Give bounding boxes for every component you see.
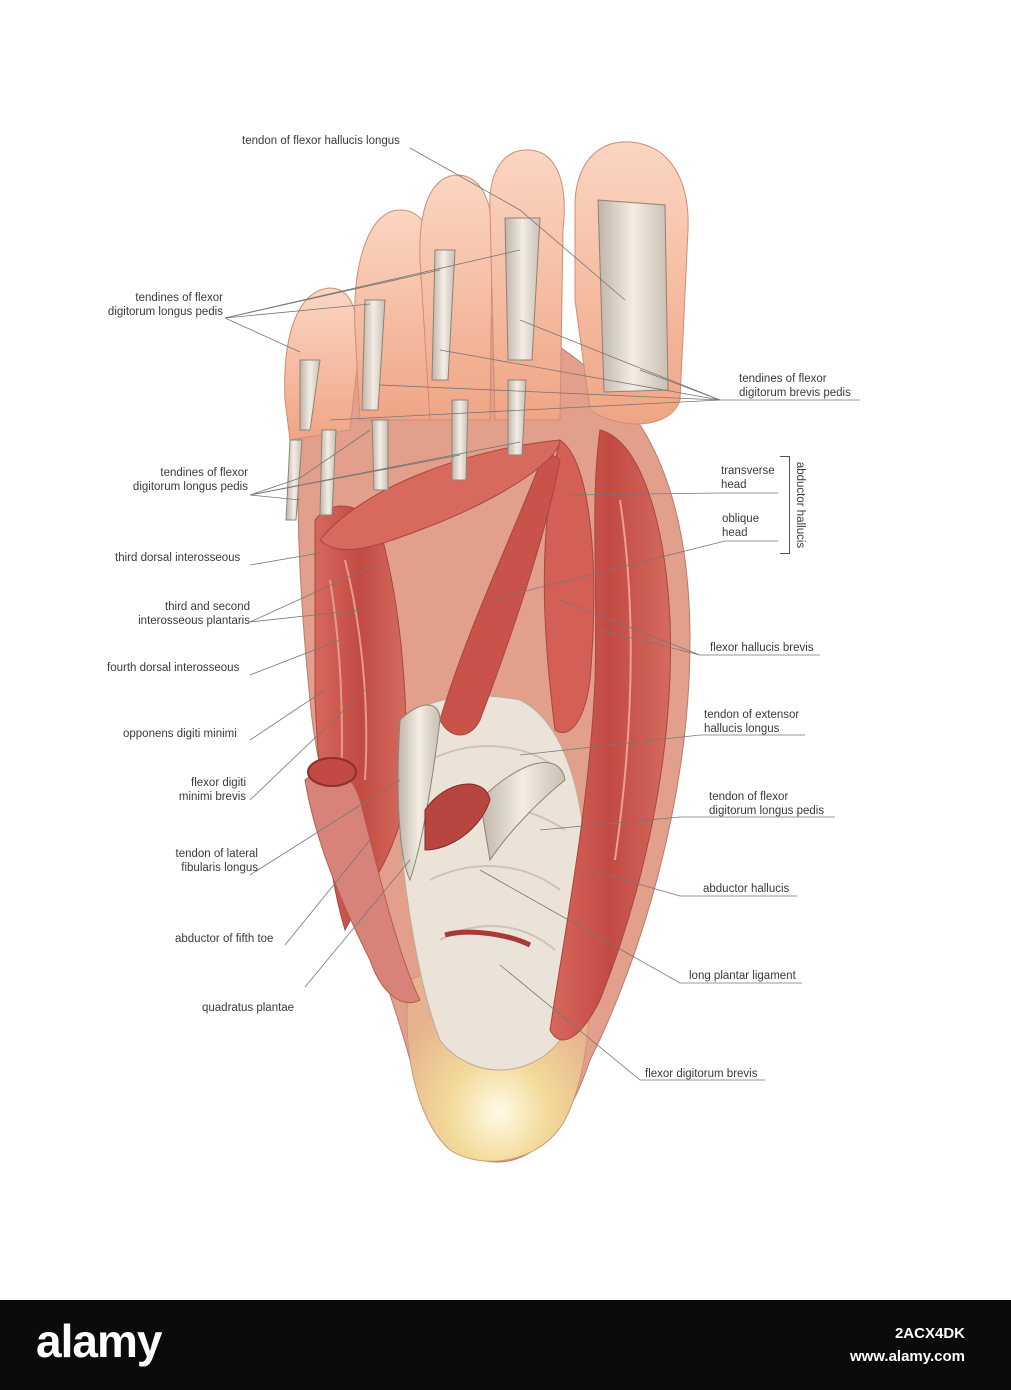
label-abductor-fifth-toe: abductor of fifth toe <box>175 933 274 945</box>
leader-line <box>559 599 701 656</box>
leader-line <box>249 441 521 496</box>
toe-tendons <box>285 199 669 521</box>
leader-line <box>249 639 341 676</box>
leader-line <box>249 689 326 741</box>
leader-line <box>249 429 371 496</box>
label-tendon-flexor-hallucis-longus: tendon of flexor hallucis longus <box>242 135 400 147</box>
midfoot-tendons <box>397 704 566 882</box>
leader-line <box>329 399 721 421</box>
abductor-hallucis-bracket <box>780 456 790 554</box>
label-quadratus-plantae: quadratus plantae <box>202 1002 295 1014</box>
label-third-second-interosseous-plantaris: third and second interosseous plantaris <box>138 601 250 627</box>
label-third-dorsal-interosseous: third dorsal interosseous <box>115 552 241 564</box>
label-abductor-hallucis: abductor hallucis <box>703 883 790 895</box>
leader-line <box>249 564 376 623</box>
leader-line <box>439 349 721 401</box>
label-oblique-head: oblique head <box>722 513 760 539</box>
leader-line <box>224 303 371 319</box>
leader-line <box>379 384 721 401</box>
transverse-head-muscle <box>319 439 561 551</box>
image-id: 2ACX4DK <box>894 1325 965 1342</box>
site-url: www.alamy.com <box>849 1348 965 1365</box>
leader-line <box>249 609 361 623</box>
leader-line <box>589 869 797 897</box>
leader-line <box>224 249 521 319</box>
leader-line <box>249 552 321 566</box>
label-tendines-fdl-pedis-lower: tendines of flexor digitorum longus pedi… <box>132 467 248 493</box>
label-long-plantar-ligament: long plantar ligament <box>689 970 796 982</box>
leader-line <box>499 964 765 1081</box>
leader-line <box>249 494 301 501</box>
foot-sole-illustration <box>224 141 860 1163</box>
label-fourth-dorsal-interosseous: fourth dorsal interosseous <box>107 662 240 674</box>
leader-line <box>539 816 835 831</box>
leader-lines <box>224 147 860 1081</box>
leader-line <box>249 689 366 801</box>
flexor-hallucis-brevis-muscle <box>439 439 595 736</box>
label-tendon-extensor-hallucis-longus: tendon of extensor hallucis longus <box>704 709 800 735</box>
abductor-fifth-toe <box>304 757 421 1004</box>
label-tendon-lateral-fibularis-longus: tendon of lateral fibularis longus <box>175 848 258 874</box>
leader-line <box>249 779 401 876</box>
leader-line <box>224 317 301 353</box>
label-flexor-hallucis-brevis: flexor hallucis brevis <box>710 642 814 654</box>
leader-line <box>479 869 802 984</box>
label-flexor-digiti-minimi-brevis: flexor digiti minimi brevis <box>178 777 246 803</box>
watermark-footer: alamy 2ACX4DK www.alamy.com <box>0 1300 1011 1390</box>
label-tendines-fdl-pedis-upper: tendines of flexor digitorum longus pedi… <box>107 292 223 318</box>
leader-line <box>569 492 778 496</box>
label-opponens-digiti-minimi: opponens digiti minimi <box>123 728 237 740</box>
leader-line <box>284 839 371 946</box>
label-transverse-head: transverse head <box>721 465 775 491</box>
label-tendines-fdb-pedis: tendines of flexor digitorum brevis pedi… <box>739 373 851 399</box>
label-flexor-digitorum-brevis: flexor digitorum brevis <box>645 1068 758 1080</box>
leader-line <box>639 369 721 401</box>
label-tendon-fdl-pedis-right: tendon of flexor digitorum longus pedis <box>709 791 825 817</box>
abductor-hallucis-muscle <box>549 429 671 1041</box>
leader-line <box>304 859 411 988</box>
alamy-logo: alamy <box>36 1315 162 1367</box>
label-abductor-hallucis-group: abductor hallucis <box>794 461 806 549</box>
leader-line <box>519 734 805 756</box>
leader-line <box>489 540 778 601</box>
leader-line <box>409 147 626 301</box>
